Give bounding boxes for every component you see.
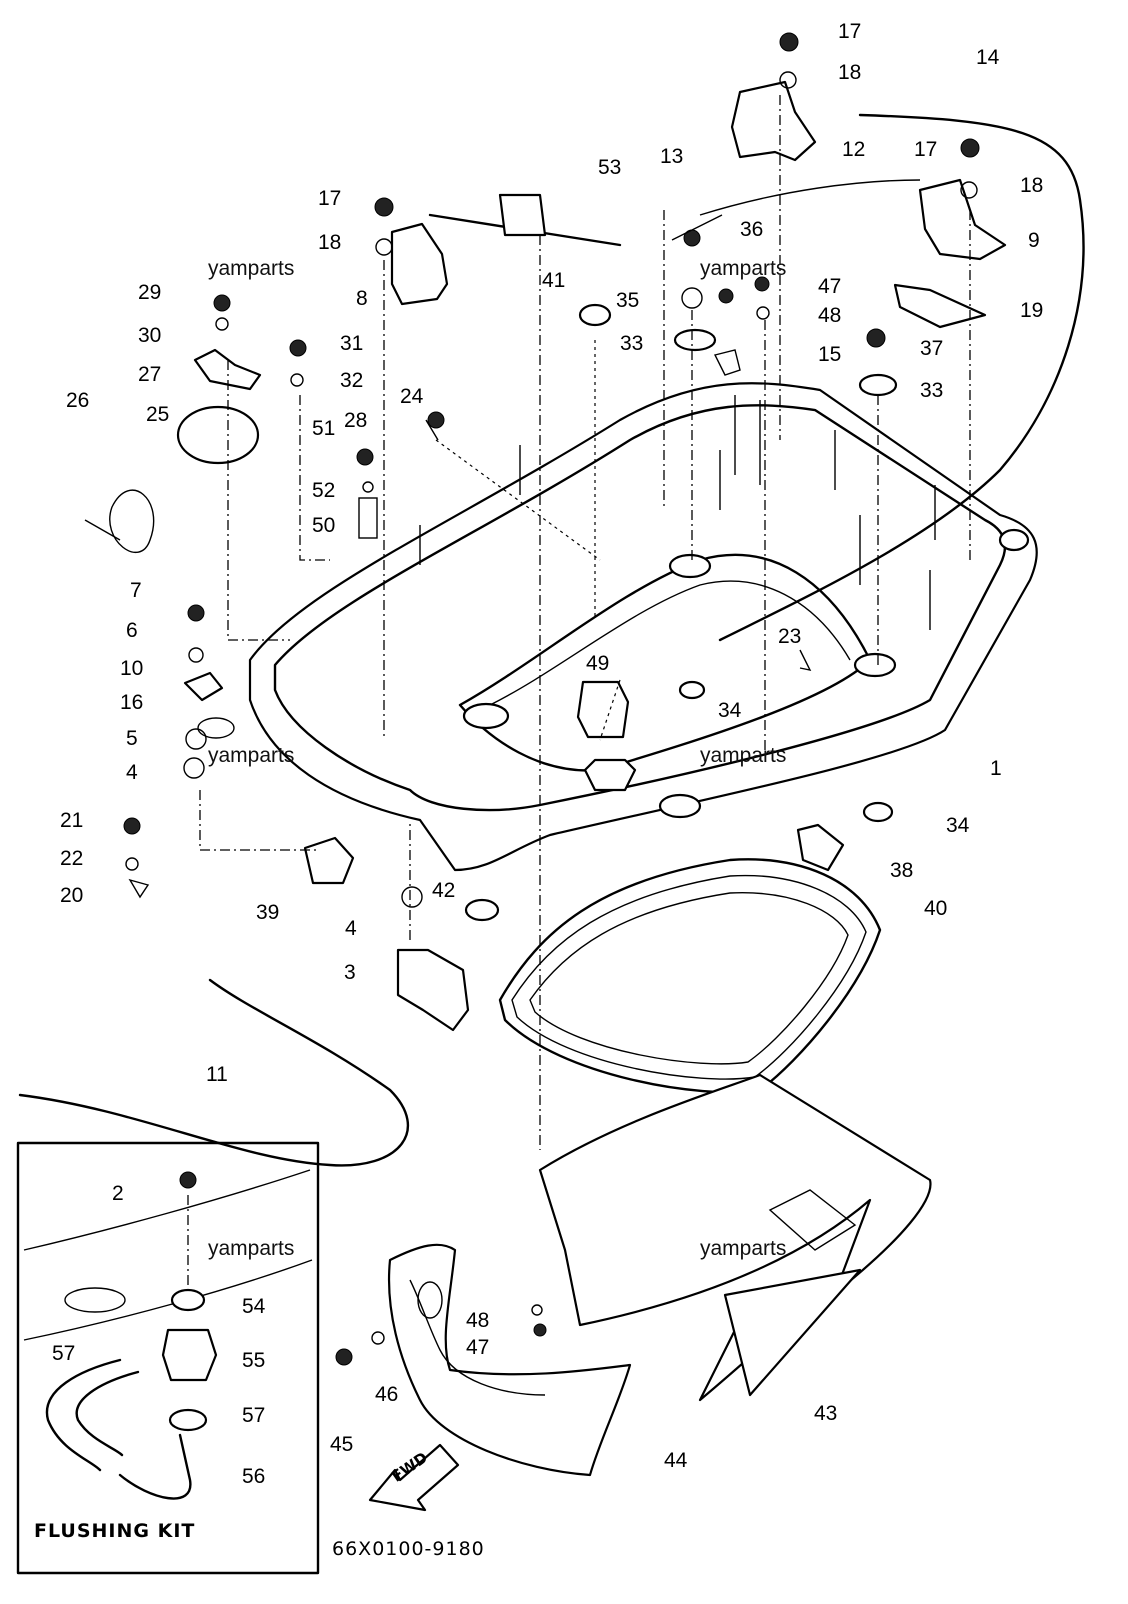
- callout-23: 23: [778, 625, 802, 648]
- callout-32: 32: [340, 369, 364, 392]
- callout-15: 15: [818, 343, 842, 366]
- callout-9: 9: [1028, 229, 1040, 252]
- callout-54: 54: [242, 1295, 266, 1318]
- callout-36: 36: [740, 218, 764, 241]
- callout-44: 44: [664, 1449, 688, 1472]
- callout-19: 19: [1020, 299, 1044, 322]
- callout-18c: 18: [318, 231, 342, 254]
- callout-22: 22: [60, 847, 84, 870]
- callout-18: 18: [838, 61, 862, 84]
- callout-27: 27: [138, 363, 162, 386]
- callout-28: 28: [344, 409, 368, 432]
- watermark: yamparts: [208, 1237, 295, 1260]
- callout-17: 17: [838, 20, 862, 43]
- callout-52: 52: [312, 479, 336, 502]
- watermark: yamparts: [700, 257, 787, 280]
- callout-10: 10: [120, 657, 144, 680]
- callout-49: 49: [586, 652, 610, 675]
- callout-11: 11: [206, 1063, 228, 1086]
- callout-57: 57: [52, 1342, 76, 1365]
- alignment-lines: [199, 95, 971, 1150]
- fasteners: [123, 32, 980, 1366]
- callout-47b: 47: [466, 1336, 490, 1359]
- callout-16: 16: [120, 691, 144, 714]
- callout-39: 39: [256, 901, 280, 924]
- callout-35: 35: [616, 289, 640, 312]
- callout-26: 26: [66, 389, 90, 412]
- callout-33: 33: [620, 332, 644, 355]
- watermark: yamparts: [700, 1237, 787, 1260]
- callout-12: 12: [842, 138, 866, 161]
- callout-18b: 18: [1020, 174, 1044, 197]
- callout-57b: 57: [242, 1404, 266, 1427]
- callout-29: 29: [138, 281, 162, 304]
- callout-17c: 17: [318, 187, 342, 210]
- lower-cover-43: [538, 1073, 932, 1402]
- callout-33b: 33: [920, 379, 944, 402]
- callout-6: 6: [126, 619, 138, 642]
- callout-43: 43: [814, 1402, 838, 1425]
- fwd-arrow: [368, 1443, 460, 1512]
- callout-38: 38: [890, 859, 914, 882]
- gasket-40: [498, 858, 882, 1094]
- callout-48: 48: [818, 304, 842, 327]
- callout-46: 46: [375, 1383, 399, 1406]
- callout-3: 3: [344, 961, 356, 984]
- bottom-cowling: [248, 382, 1038, 872]
- callout-4: 4: [126, 761, 138, 784]
- callout-34: 34: [718, 699, 742, 722]
- cables: [18, 113, 1085, 1167]
- watermark: yamparts: [208, 744, 295, 767]
- callout-34b: 34: [946, 814, 970, 837]
- callout-13: 13: [660, 145, 684, 168]
- watermark: yamparts: [700, 744, 787, 767]
- flushing-kit-title: FLUSHING KIT: [34, 1520, 196, 1542]
- callout-47: 47: [818, 275, 842, 298]
- callout-30: 30: [138, 324, 162, 347]
- callout-21: 21: [60, 809, 84, 832]
- callout-51: 51: [312, 417, 336, 440]
- callout-20: 20: [60, 884, 84, 907]
- callout-4b: 4: [345, 917, 357, 940]
- callout-42: 42: [432, 879, 456, 902]
- callout-24: 24: [400, 385, 424, 408]
- callout-37: 37: [920, 337, 944, 360]
- callout-2: 2: [112, 1182, 124, 1205]
- callout-40: 40: [924, 897, 948, 920]
- callout-48b: 48: [466, 1309, 490, 1332]
- callout-5: 5: [126, 727, 138, 750]
- diagram-code: 66X0100-9180: [332, 1538, 485, 1560]
- callout-45: 45: [330, 1433, 354, 1456]
- callout-53: 53: [598, 156, 622, 179]
- callout-56: 56: [242, 1465, 266, 1488]
- callout-1: 1: [990, 757, 1002, 780]
- lower-cover-44: [387, 1243, 632, 1477]
- hook-brackets: [176, 80, 1007, 1032]
- callout-41: 41: [542, 269, 566, 292]
- callout-55: 55: [242, 1349, 266, 1372]
- callout-14: 14: [976, 46, 1000, 69]
- callout-31: 31: [340, 332, 364, 355]
- flushing-kit-inset: [16, 1141, 320, 1575]
- callout-17b: 17: [914, 138, 938, 161]
- callout-7: 7: [130, 579, 142, 602]
- callout-8: 8: [356, 287, 368, 310]
- watermark: yamparts: [208, 257, 295, 280]
- callout-50: 50: [312, 514, 336, 537]
- callout-25: 25: [146, 403, 170, 426]
